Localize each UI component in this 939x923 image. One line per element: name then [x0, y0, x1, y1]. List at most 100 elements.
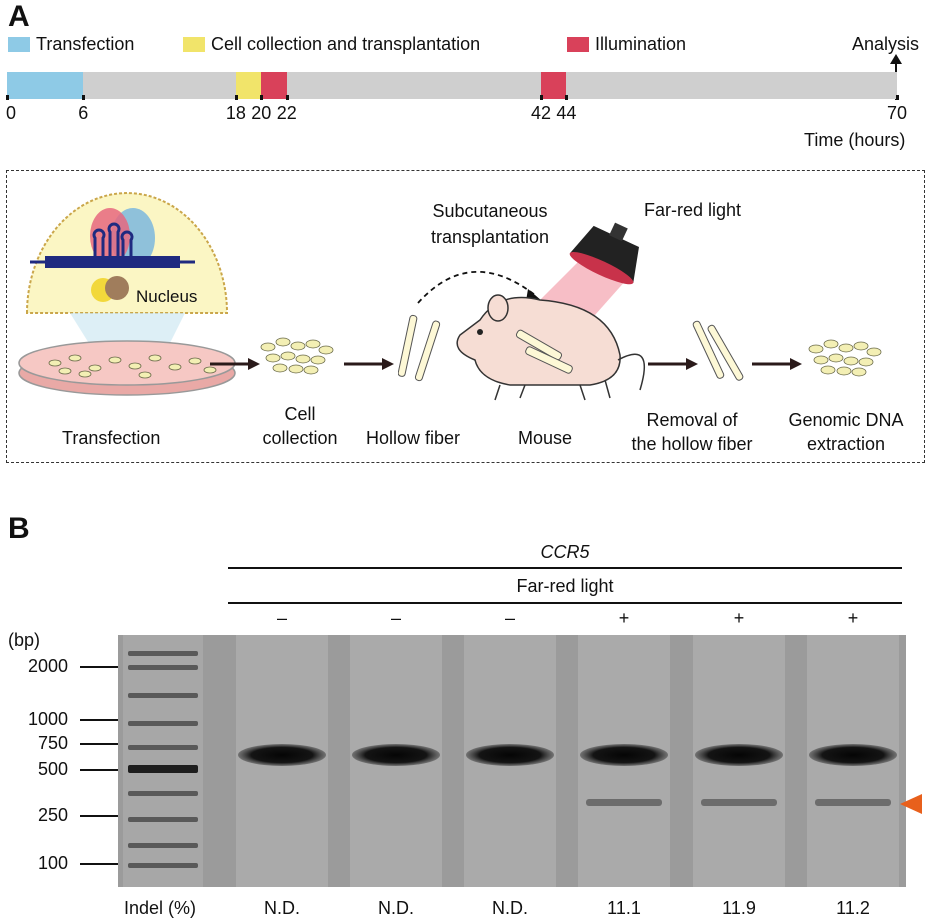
ladder-size-label: 500	[37, 759, 68, 779]
timeline-segment-collection	[235, 72, 262, 99]
timeline-segment-illumination	[261, 72, 287, 99]
condition-label: Far-red light	[516, 576, 614, 596]
mouse-label: Mouse	[518, 428, 573, 448]
analysis-label: Analysis	[852, 34, 920, 54]
legend-illumination: Illumination	[567, 34, 686, 55]
gel-band-uncut	[809, 744, 897, 766]
removed-fiber-icon	[692, 320, 744, 381]
ladder-tick	[80, 815, 118, 817]
timeline-tick-label: 22	[276, 103, 297, 123]
gel-band-cleaved	[815, 799, 891, 806]
lane-indel-value: 11.1	[607, 898, 641, 918]
ladder-band	[128, 863, 198, 868]
cleavage-arrow-icon	[900, 794, 922, 814]
ladder-band	[128, 721, 198, 726]
gel-band-uncut	[466, 744, 554, 766]
timeline-tick-label: 20	[251, 103, 272, 123]
lane-light-sign: +	[733, 608, 745, 628]
lane-light-sign: +	[618, 608, 630, 628]
lane-indel-value: N.D.	[378, 898, 414, 918]
timeline-tick-label: 44	[556, 103, 577, 123]
cell-cluster-1	[260, 337, 334, 375]
transfection-step-label: Transfection	[62, 428, 161, 448]
workflow-box	[6, 170, 925, 463]
ladder-tick	[80, 666, 118, 668]
legend-transfection: Transfection	[8, 34, 134, 55]
gel-band-cleaved	[701, 799, 777, 806]
gel-band-cleaved	[586, 799, 662, 806]
legend-label-illumination: Illumination	[595, 34, 687, 54]
timeline-tick-mark	[6, 95, 9, 100]
ladder-tick	[80, 863, 118, 865]
removal-label: Removal of the hollow fiber	[631, 410, 753, 454]
ladder-size-label: 100	[37, 853, 68, 873]
legend-collection: Cell collection and transplantation	[183, 34, 480, 55]
lane-indel-value: 11.9	[722, 898, 756, 918]
subcutaneous-label: Subcutaneous transplantation	[430, 201, 550, 247]
timeline-segment-transfection	[7, 72, 84, 99]
hollow-fiber-label: Hollow fiber	[366, 428, 461, 448]
legend-swatch-illumination	[567, 37, 589, 52]
timeline-tick-mark	[565, 95, 569, 100]
ladder-size-label: 1000	[27, 709, 68, 729]
lane-indel-value: N.D.	[264, 898, 300, 918]
legend-swatch-collection	[183, 37, 205, 52]
lane-light-sign: –	[276, 608, 287, 628]
gel-band-uncut	[238, 744, 326, 766]
far-red-label: Far-red light	[644, 200, 742, 220]
timeline-tick-label: 18	[225, 103, 246, 123]
timeline-tick-mark	[896, 95, 899, 100]
ladder-band	[128, 843, 198, 848]
gene-label: CCR5	[540, 542, 590, 562]
step-arrow-3	[648, 358, 698, 370]
nucleus-label: Nucleus	[136, 287, 198, 306]
ladder-lane	[123, 635, 203, 887]
ladder-band	[128, 651, 198, 656]
lane-indel-value: N.D.	[492, 898, 528, 918]
legend-label-collection: Cell collection and transplantation	[211, 34, 481, 54]
cell-cluster-2	[808, 339, 882, 377]
timeline-tick-label: 0	[5, 103, 17, 123]
lane-light-sign: –	[504, 608, 515, 628]
ladder-band	[128, 665, 198, 670]
timeline-axis-label: Time (hours)	[804, 130, 906, 150]
ladder-size-label: 750	[37, 733, 68, 753]
transfection-illustration	[18, 192, 236, 396]
gel-band-uncut	[580, 744, 668, 766]
lane-light-sign: +	[847, 608, 859, 628]
ladder-band	[128, 817, 198, 822]
ladder-tick	[80, 719, 118, 721]
timeline-tick-label: 70	[886, 103, 908, 123]
timeline-tick-mark	[540, 95, 543, 100]
timeline-tick-mark	[285, 95, 289, 100]
ladder-band	[128, 791, 198, 796]
legend-swatch-transfection	[8, 37, 30, 52]
timeline-tick-label: 42	[530, 103, 552, 123]
lane-light-sign: –	[390, 608, 401, 628]
cell-collection-label: Cell collection	[262, 404, 338, 448]
step-arrow-2	[344, 358, 394, 370]
timeline-tick-mark	[82, 95, 86, 100]
indel-label: Indel (%)	[124, 898, 197, 918]
gene-rule	[228, 567, 902, 569]
gel-band-uncut	[695, 744, 783, 766]
step-arrow-4	[752, 358, 802, 370]
ladder-band	[128, 765, 198, 773]
condition-rule	[228, 602, 902, 604]
ladder-size-label: 250	[37, 805, 68, 825]
timeline-tick-label: 6	[78, 103, 89, 123]
mouse-illustration	[456, 294, 645, 401]
genomic-label: Genomic DNA extraction	[788, 410, 904, 454]
timeline-track	[7, 72, 897, 99]
panel-b-letter: B	[8, 512, 30, 545]
bp-label: (bp)	[8, 630, 41, 650]
legend-label-transfection: Transfection	[36, 34, 135, 54]
gel-image	[118, 635, 906, 887]
ladder-size-label: 2000	[27, 656, 68, 676]
step-arrow-1	[210, 358, 260, 370]
timeline-tick-mark	[234, 95, 238, 100]
ladder-tick	[80, 769, 118, 771]
timeline-segment-illumination	[541, 72, 567, 99]
hollow-fiber-icon	[398, 314, 441, 382]
panel-a-letter: A	[8, 0, 30, 33]
